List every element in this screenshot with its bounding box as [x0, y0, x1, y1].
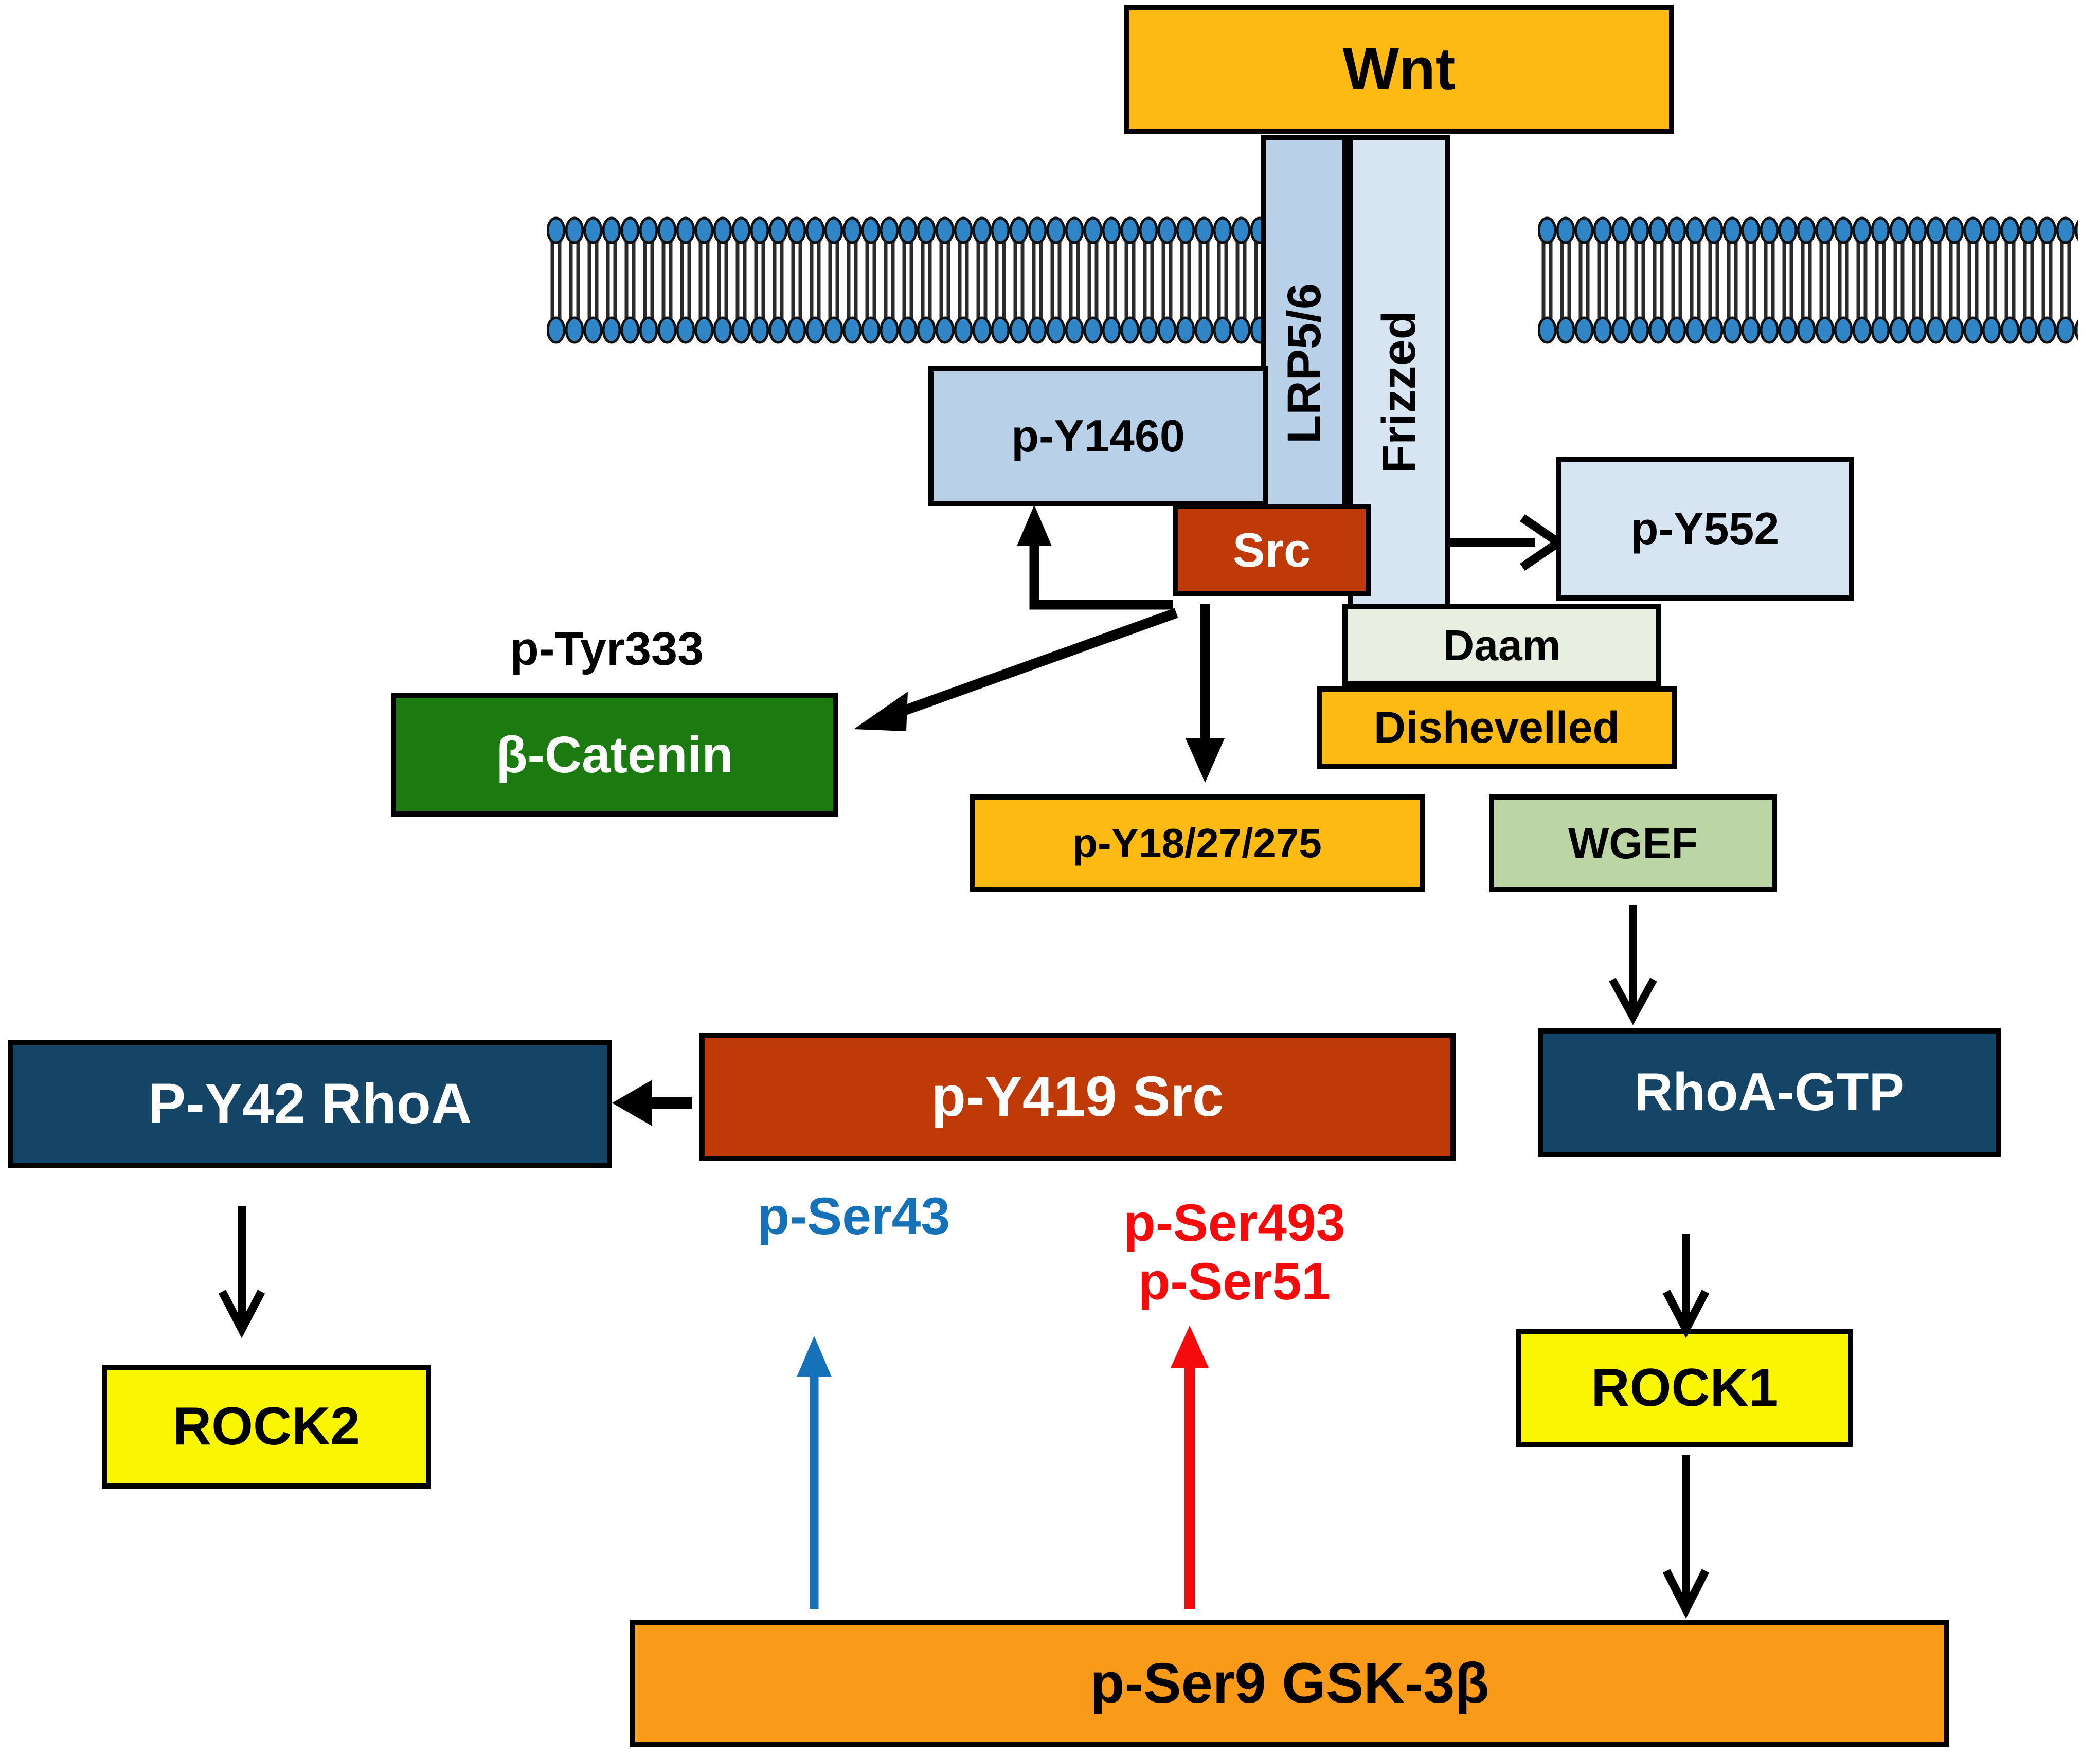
node-p-y1460-label: p-Y1460 [1011, 410, 1185, 461]
node-p-y552[interactable]: p-Y552 [1556, 457, 1854, 601]
node-p-y18-27-275-label: p-Y18/27/275 [1072, 820, 1322, 866]
plasma-membrane-right-segment [1538, 216, 2078, 345]
node-rock1[interactable]: ROCK1 [1516, 1329, 1853, 1447]
node-wgef[interactable]: WGEF [1489, 794, 1777, 892]
node-dishevelled-label: Dishevelled [1374, 702, 1620, 752]
node-wgef-label: WGEF [1568, 819, 1698, 867]
node-p-y1460[interactable]: p-Y1460 [928, 366, 1268, 506]
node-p-y419-src-label: p-Y419 Src [931, 1065, 1224, 1129]
label-p-ser43: p-Ser43 [707, 1183, 1000, 1250]
label-p-ser493-p-ser51-text: p-Ser493 p-Ser51 [1123, 1193, 1345, 1311]
node-wnt[interactable]: Wnt [1124, 5, 1674, 134]
label-p-tyr333-text: p-Tyr333 [510, 623, 704, 676]
node-dishevelled[interactable]: Dishevelled [1317, 686, 1677, 769]
label-p-ser493-p-ser51: p-Ser493 p-Ser51 [1078, 1180, 1391, 1324]
arrow-wgef-to-rhoa-gtp [1609, 905, 1657, 1025]
node-p-y42-rhoa-label: P-Y42 RhoA [148, 1072, 472, 1136]
node-rhoa-gtp[interactable]: RhoA-GTP [1538, 1028, 2001, 1157]
node-wnt-label: Wnt [1342, 35, 1456, 103]
node-src[interactable]: Src [1173, 504, 1371, 596]
node-src-label: Src [1232, 522, 1311, 577]
plasma-membrane-left-segment [547, 216, 1261, 345]
arrow-p-y419-src-to-p-y42-rhoa [612, 1080, 692, 1126]
arrow-gsk3b-to-p-ser43 [797, 1336, 832, 1609]
arrow-src-to-p-y1460 [1017, 505, 1173, 610]
node-daam-label: Daam [1443, 621, 1561, 669]
node-beta-catenin[interactable]: β-Catenin [391, 693, 838, 817]
node-frizzed-label: Frizzed [1372, 310, 1425, 474]
node-p-ser9-gsk3b-label: p-Ser9 GSK-3β [1090, 1652, 1489, 1715]
node-rock2-label: ROCK2 [172, 1397, 361, 1457]
arrow-rhoa-gtp-to-rock1 [1662, 1234, 1710, 1338]
arrow-src-to-beta-catenin [854, 608, 1178, 731]
node-p-y419-src[interactable]: p-Y419 Src [699, 1033, 1456, 1161]
arrow-rock1-to-gsk3b [1662, 1455, 1710, 1619]
node-rhoa-gtp-label: RhoA-GTP [1634, 1062, 1905, 1123]
node-rock1-label: ROCK1 [1591, 1358, 1779, 1418]
node-beta-catenin-label: β-Catenin [496, 726, 733, 784]
arrow-gsk3b-to-p-ser493-51 [1171, 1326, 1209, 1609]
node-lrp5-6-label: LRP5/6 [1278, 283, 1331, 444]
node-rock2[interactable]: ROCK2 [102, 1365, 431, 1489]
node-p-y18-27-275[interactable]: p-Y18/27/275 [970, 794, 1425, 892]
label-p-ser43-text: p-Ser43 [757, 1186, 950, 1245]
node-p-y552-label: p-Y552 [1630, 502, 1780, 554]
node-p-y42-rhoa[interactable]: P-Y42 RhoA [8, 1040, 612, 1168]
node-p-ser9-gsk3b[interactable]: p-Ser9 GSK-3β [630, 1620, 1949, 1747]
label-p-tyr333: p-Tyr333 [453, 616, 761, 683]
node-daam[interactable]: Daam [1342, 604, 1661, 686]
arrow-p-y42-rhoa-to-rock2 [218, 1206, 265, 1338]
arrow-src-to-p-y18-27-275 [1186, 604, 1225, 783]
